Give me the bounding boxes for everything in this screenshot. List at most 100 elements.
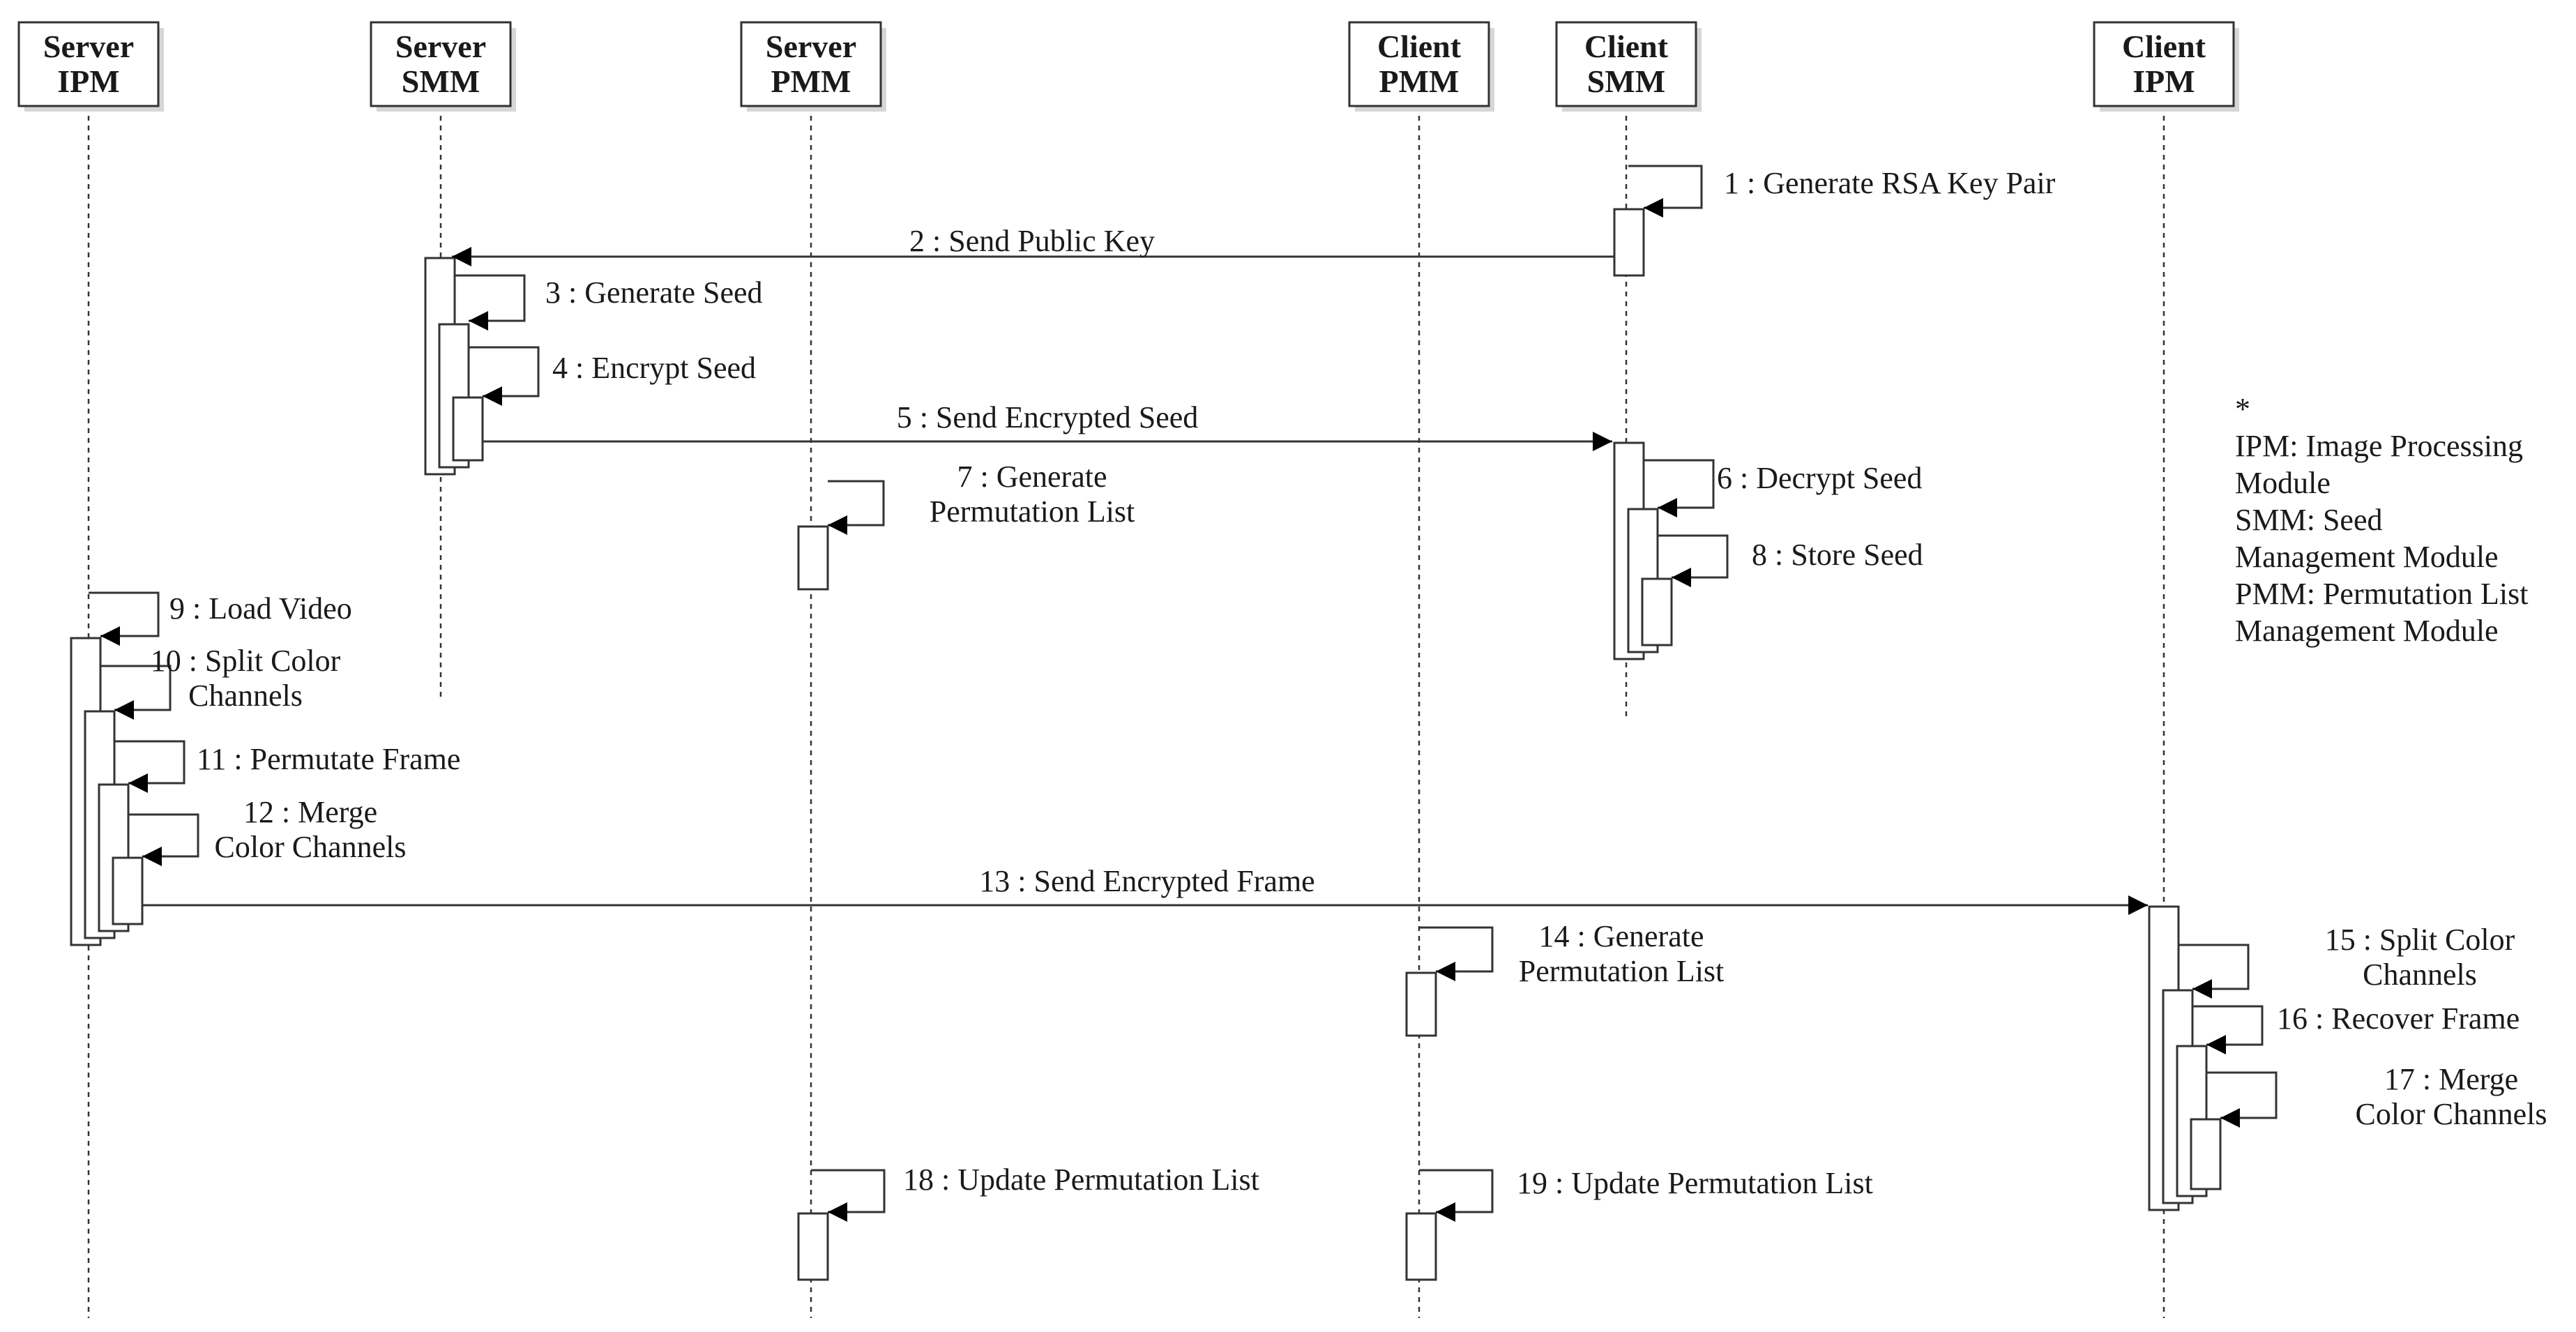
self-message-arrow xyxy=(1658,534,1729,587)
message-label: 1 : Generate RSA Key Pair xyxy=(1724,166,2056,200)
message-13-send-encrypted-frame: 13 : Send Encrypted Frame xyxy=(142,864,2148,915)
message-label: 12 : Merge xyxy=(243,795,377,829)
message-label: 15 : Split Color xyxy=(2325,923,2515,957)
message-1-generate-rsa-key-pair: 1 : Generate RSA Key Pair xyxy=(1628,165,2056,218)
message-label: 7 : Generate xyxy=(957,460,1107,494)
message-16-recover-frame: 16 : Recover Frame xyxy=(2192,1001,2520,1054)
message-label: 16 : Recover Frame xyxy=(2277,1001,2520,1036)
message-11-permutate-frame: 11 : Permutate Frame xyxy=(114,740,460,793)
message-19-update-permutation-list: 19 : Update Permutation List xyxy=(1419,1166,1873,1222)
message-label: Channels xyxy=(2363,958,2477,992)
self-message-arrow xyxy=(469,346,540,406)
self-message-arrow xyxy=(89,591,160,646)
message-6-decrypt-seed: 6 : Decrypt Seed xyxy=(1644,459,1922,517)
message-label: 19 : Update Permutation List xyxy=(1517,1166,1873,1200)
self-message-arrow xyxy=(811,1169,886,1222)
message-label: Permutation List xyxy=(1519,954,1725,988)
message-9-load-video: 9 : Load Video xyxy=(89,591,352,646)
self-message-arrow xyxy=(100,665,172,720)
message-label: 18 : Update Permutation List xyxy=(903,1163,1259,1197)
participant-box xyxy=(17,21,160,107)
client-pmm-activation-bar xyxy=(1405,1212,1437,1281)
self-message-arrow xyxy=(128,813,199,866)
self-message-arrow xyxy=(828,480,885,535)
message-label: 8 : Store Seed xyxy=(1752,538,1923,572)
message-label: Permutation List xyxy=(930,494,1135,529)
message-label: Color Channels xyxy=(2356,1097,2547,1131)
self-message-arrow xyxy=(1419,1169,1494,1222)
self-message-arrow xyxy=(1419,926,1494,981)
self-message-arrow xyxy=(1628,165,1703,218)
participant-label-line2: IPM xyxy=(2132,63,2195,99)
self-message-arrow xyxy=(2206,1071,2278,1128)
participant-label-line2: SMM xyxy=(402,63,480,99)
server-smm-activation-bar xyxy=(452,396,484,462)
message-3-generate-seed: 3 : Generate Seed xyxy=(455,274,763,331)
participant-label-line1: Client xyxy=(2122,29,2206,64)
self-message-arrow xyxy=(1644,459,1715,517)
legend-smm-cont: Management Module xyxy=(2235,540,2499,574)
message-label: 3 : Generate Seed xyxy=(545,275,763,310)
participant-label-line1: Client xyxy=(1584,29,1669,64)
participant-label-line1: Server xyxy=(766,29,856,64)
participant-box xyxy=(2093,21,2235,107)
message-label: 11 : Permutate Frame xyxy=(197,742,460,776)
participant-label-line2: IPM xyxy=(57,63,119,99)
message-label: 9 : Load Video xyxy=(169,591,352,626)
message-5-send-encrypted-seed: 5 : Send Encrypted Seed xyxy=(483,400,1612,451)
client-ipm-activation-bar xyxy=(2190,1118,2222,1190)
participant-label-line2: PMM xyxy=(1379,63,1460,99)
participant-box xyxy=(1348,21,1490,107)
participant-box xyxy=(740,21,882,107)
server-pmm-activation-bar xyxy=(797,1212,829,1281)
participant-label-line1: Server xyxy=(395,29,486,64)
self-message-arrow xyxy=(114,740,185,793)
message-label: 2 : Send Public Key xyxy=(909,224,1155,258)
message-label: 14 : Generate xyxy=(1539,919,1704,953)
legend-pmm-cont: Management Module xyxy=(2235,614,2499,648)
message-label: Channels xyxy=(188,679,303,713)
legend-smm: SMM: Seed xyxy=(2235,503,2383,537)
participant-label-line1: Client xyxy=(1377,29,1462,64)
self-message-arrow xyxy=(2179,944,2250,999)
message-8-store-seed: 8 : Store Seed xyxy=(1658,534,1923,587)
participant-box xyxy=(1555,21,1697,107)
message-label: 6 : Decrypt Seed xyxy=(1717,461,1922,495)
message-4-encrypt-seed: 4 : Encrypt Seed xyxy=(469,346,756,406)
client-smm-activation-bar xyxy=(1613,208,1645,277)
legend: * IPM: Image Processing Module SMM: Seed… xyxy=(2235,391,2570,649)
self-message-arrow xyxy=(2192,1005,2264,1054)
message-label: 4 : Encrypt Seed xyxy=(552,351,756,385)
message-label: 5 : Send Encrypted Seed xyxy=(897,400,1199,434)
participant-box xyxy=(370,21,512,107)
client-pmm-activation-bar xyxy=(1405,971,1437,1037)
legend-ipm: IPM: Image Processing xyxy=(2235,429,2524,463)
client-smm-activation-bar xyxy=(1641,577,1673,646)
legend-ipm-cont: Module xyxy=(2235,466,2331,500)
participant-label-line2: SMM xyxy=(1587,63,1665,99)
message-label: 10 : Split Color xyxy=(151,644,341,678)
server-pmm-activation-bar xyxy=(797,525,829,591)
message-label: 17 : Merge xyxy=(2384,1062,2518,1096)
legend-pmm: PMM: Permutation List xyxy=(2235,577,2529,611)
message-18-update-permutation-list: 18 : Update Permutation List xyxy=(811,1163,1259,1222)
server-ipm-activation-bar xyxy=(112,856,144,925)
self-message-arrow xyxy=(455,274,526,331)
participant-label-line1: Server xyxy=(43,29,134,64)
legend-marker: * xyxy=(2235,392,2250,426)
message-2-send-public-key: 2 : Send Public Key xyxy=(452,224,1614,266)
message-label: Color Channels xyxy=(215,830,407,864)
